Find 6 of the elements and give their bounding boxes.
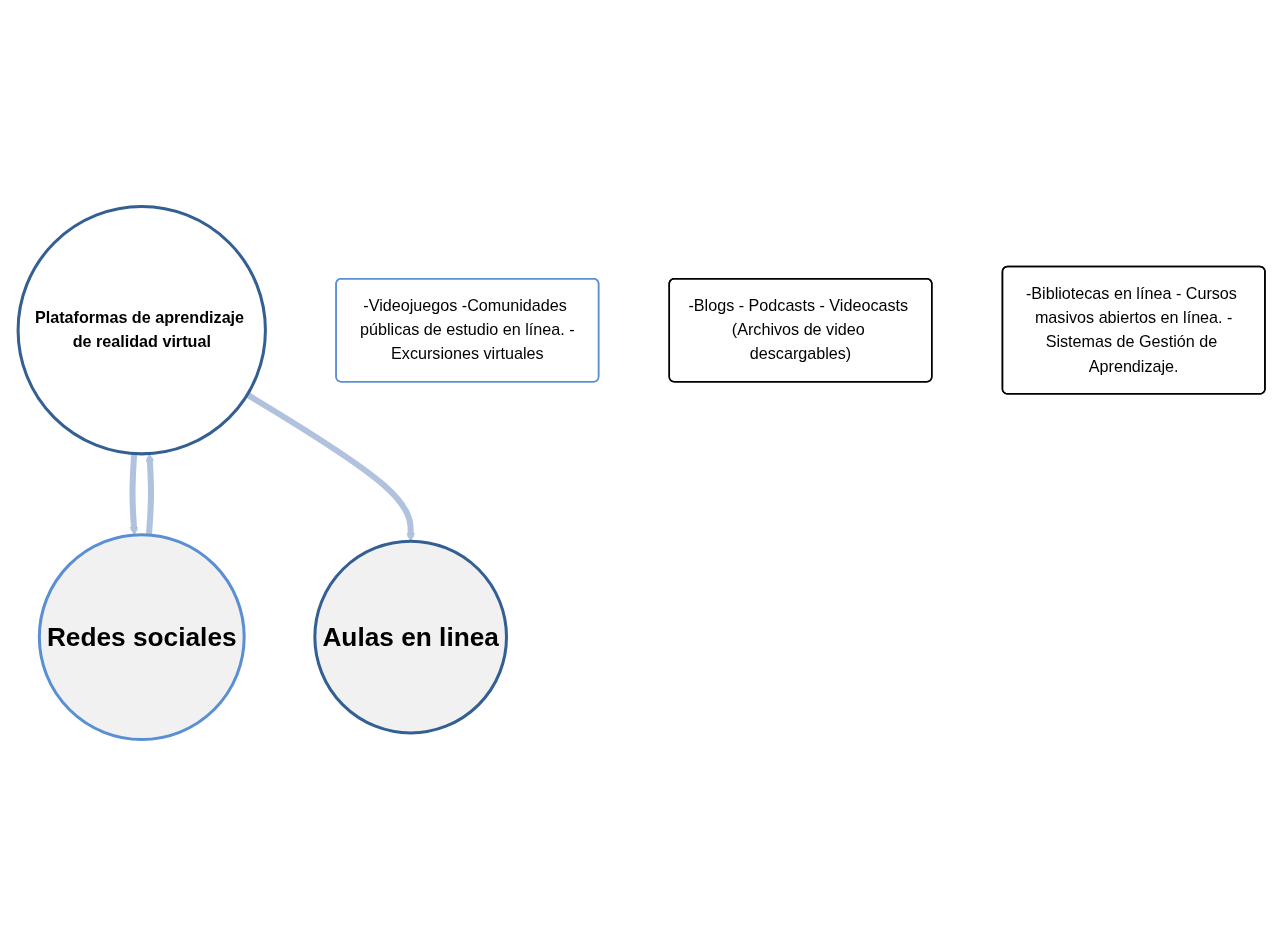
arrow (245, 392, 416, 542)
node-circle: Plataformas de aprendizaje de realidad virtual (16, 205, 267, 456)
arrow (129, 453, 139, 536)
arrow (145, 453, 155, 536)
node-circle: Redes sociales (37, 533, 246, 741)
node-circle: Aulas en linea (313, 539, 509, 735)
